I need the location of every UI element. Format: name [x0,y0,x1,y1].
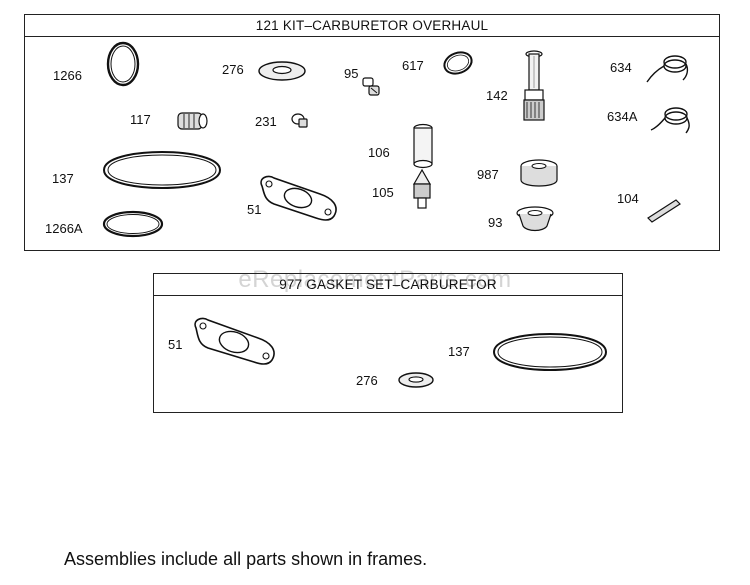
gasket-set-label-51: 51 [168,337,183,352]
gasket-set-frame-title-bar: 977 GASKET SET–CARBURETOR [154,274,622,296]
part-label-276: 276 [222,62,244,77]
gasket-set-137-drawing [492,333,608,371]
washer-276-drawing [258,61,306,81]
part-label-51: 51 [247,202,262,217]
gasket-51-drawing [260,175,337,221]
gasket-set-frame: 977 GASKET SET–CARBURETOR [153,273,623,413]
part-label-105: 105 [372,185,394,200]
kit-frame-title: 121 KIT–CARBURETOR OVERHAUL [255,18,489,33]
needle-seat-106-drawing [413,123,433,169]
oring-1266-drawing [106,41,140,87]
kit-frame: 121 KIT–CARBURETOR OVERHAUL [24,14,720,251]
part-label-137: 137 [52,171,74,186]
gasket-set-51-drawing [194,317,275,365]
needle-105-drawing [412,168,432,209]
nut-93-drawing [516,206,554,232]
bushing-987-drawing [520,159,558,187]
gasket-set-label-137: 137 [448,344,470,359]
gasket-set-frame-title: 977 GASKET SET–CARBURETOR [279,277,497,292]
part-label-93: 93 [488,215,503,230]
part-label-987: 987 [477,167,499,182]
part-label-1266: 1266 [53,68,82,83]
part-label-106: 106 [368,145,390,160]
watermark-text: eReplacementParts.com [238,266,512,293]
spring-634-drawing [646,55,689,83]
shaft-142-drawing [523,50,545,121]
spring-634A-drawing [650,107,690,134]
gasket-set-276-drawing [398,372,434,388]
part-label-104: 104 [617,191,639,206]
pin-104-drawing [647,199,681,223]
jet-117-drawing [177,112,208,130]
part-label-634: 634 [610,60,632,75]
assemblies-footnote: Assemblies include all parts shown in fr… [64,549,428,569]
part-label-617: 617 [402,58,424,73]
gasket-set-label-276: 276 [356,373,378,388]
part-label-634A: 634A [607,109,638,124]
part-label-231: 231 [255,114,277,129]
gasket-137-drawing [102,151,222,189]
screw-95-drawing [362,77,380,96]
oring-617-drawing [443,51,473,75]
part-label-95: 95 [344,66,359,81]
part-label-1266A: 1266A [45,221,83,236]
oring-1266A-drawing [102,210,164,238]
part-label-142: 142 [486,88,508,103]
kit-frame-title-bar: 121 KIT–CARBURETOR OVERHAUL [25,15,719,37]
part-label-117: 117 [130,112,151,127]
screw-231-drawing [291,113,308,128]
